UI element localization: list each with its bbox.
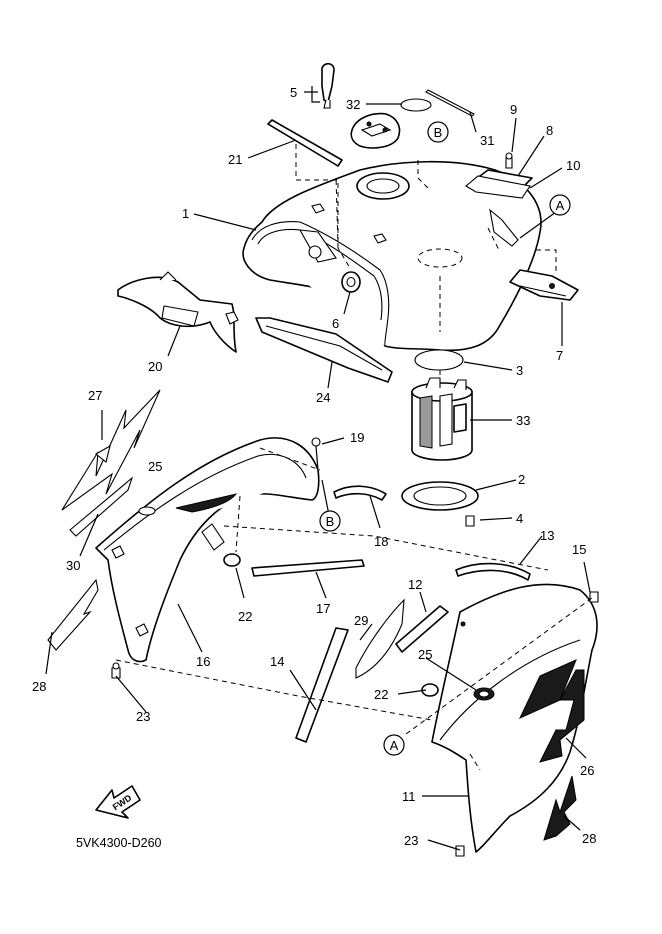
strip-31 bbox=[425, 89, 475, 117]
callout-28-left: 28 bbox=[32, 679, 46, 694]
reference-marker-b-mid: B bbox=[319, 510, 341, 532]
callout-27: 27 bbox=[88, 388, 102, 403]
ref-a-label: A bbox=[556, 198, 565, 213]
panel-24 bbox=[255, 317, 393, 383]
callout-22-right: 22 bbox=[374, 687, 388, 702]
callout-19: 19 bbox=[350, 430, 364, 445]
callout-14: 14 bbox=[270, 654, 284, 669]
bolt-23-left bbox=[111, 662, 121, 679]
decal-29 bbox=[355, 598, 405, 679]
fuel-cap bbox=[350, 112, 401, 149]
decal-27 bbox=[61, 389, 161, 511]
callout-5: 5 bbox=[290, 85, 297, 100]
strip-17 bbox=[251, 559, 365, 577]
callout-13: 13 bbox=[540, 528, 554, 543]
ref-b-label: B bbox=[434, 125, 443, 140]
decal-26 bbox=[539, 669, 585, 763]
reference-marker-a-top: A bbox=[549, 194, 571, 216]
decal-28-right bbox=[543, 775, 577, 841]
cap-seal bbox=[400, 98, 432, 112]
ref-a-label: A bbox=[390, 738, 399, 753]
decal-28-left bbox=[47, 578, 99, 651]
plate-2 bbox=[401, 481, 479, 511]
callout-15: 15 bbox=[572, 542, 586, 557]
callout-2: 2 bbox=[518, 472, 525, 487]
bolt-19 bbox=[311, 437, 321, 471]
callout-28-right: 28 bbox=[582, 831, 596, 846]
reference-lines bbox=[115, 144, 593, 771]
callout-30: 30 bbox=[66, 558, 80, 573]
callout-1: 1 bbox=[182, 206, 189, 221]
fuel-tank bbox=[242, 160, 542, 352]
diagram-code: 5VK4300-D260 bbox=[76, 836, 162, 850]
forward-arrow-icon: FWD bbox=[95, 785, 141, 819]
bolt-23-right bbox=[455, 845, 465, 857]
callout-7: 7 bbox=[556, 348, 563, 363]
strip-18 bbox=[333, 485, 387, 501]
callout-26: 26 bbox=[580, 763, 594, 778]
callout-9: 9 bbox=[510, 102, 517, 117]
side-cover-right bbox=[431, 583, 598, 853]
leader-lines bbox=[45, 86, 591, 851]
callout-24: 24 bbox=[316, 390, 330, 405]
decal-30 bbox=[69, 476, 134, 537]
cover-20 bbox=[117, 271, 239, 353]
callout-20: 20 bbox=[148, 359, 162, 374]
strip-14 bbox=[295, 627, 349, 743]
callout-31: 31 bbox=[480, 133, 494, 148]
callout-21: 21 bbox=[228, 152, 242, 167]
callout-16: 16 bbox=[196, 654, 210, 669]
fuel-pump-33 bbox=[411, 377, 473, 461]
callout-4: 4 bbox=[516, 511, 523, 526]
callout-33: 33 bbox=[516, 413, 530, 428]
callout-18: 18 bbox=[374, 534, 388, 549]
key bbox=[321, 62, 335, 109]
callout-29: 29 bbox=[354, 613, 368, 628]
bush-22-left bbox=[201, 523, 241, 567]
callout-3: 3 bbox=[516, 363, 523, 378]
callout-10: 10 bbox=[566, 158, 580, 173]
callout-12: 12 bbox=[408, 577, 422, 592]
bolt-4 bbox=[465, 515, 475, 527]
callout-8: 8 bbox=[546, 123, 553, 138]
callout-23-right: 23 bbox=[404, 833, 418, 848]
reference-marker-a-bottom: A bbox=[383, 734, 405, 756]
callout-17: 17 bbox=[316, 601, 330, 616]
callout-labels: 5 32 9 8 31 21 10 1 6 7 20 3 24 27 33 19… bbox=[32, 85, 596, 848]
reference-marker-b-top: B bbox=[427, 121, 449, 143]
rubber-7 bbox=[509, 269, 579, 301]
callout-32: 32 bbox=[346, 97, 360, 112]
bolt-15 bbox=[589, 591, 599, 603]
callout-23-left: 23 bbox=[136, 709, 150, 724]
callout-6: 6 bbox=[332, 316, 339, 331]
side-cover-left bbox=[95, 437, 320, 663]
screw-9 bbox=[505, 152, 513, 169]
callout-11: 11 bbox=[402, 789, 416, 804]
side-strip-21 bbox=[267, 119, 343, 167]
bracket-8 bbox=[465, 169, 533, 199]
damper-6 bbox=[341, 271, 361, 293]
callout-25-right: 25 bbox=[418, 647, 432, 662]
ref-b-label: B bbox=[326, 514, 335, 529]
strip-13 bbox=[455, 562, 531, 581]
callout-25-left: 25 bbox=[148, 459, 162, 474]
strip-12 bbox=[395, 605, 449, 653]
callout-22-left: 22 bbox=[238, 609, 252, 624]
gasket-3 bbox=[414, 349, 464, 371]
